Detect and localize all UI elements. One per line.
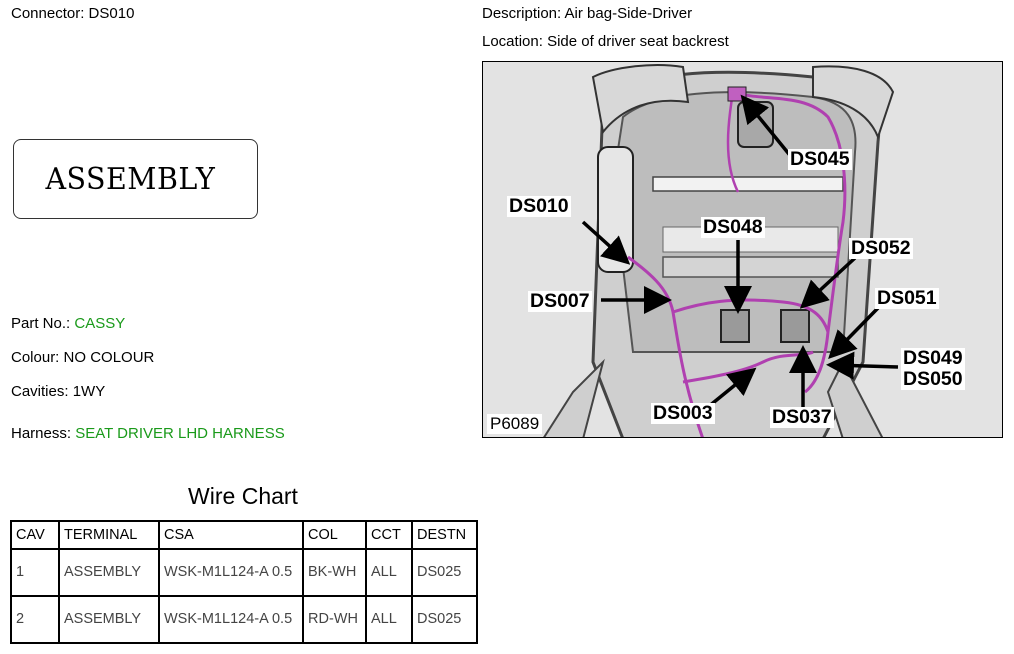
cell-col: RD-WH	[302, 595, 367, 644]
cell-terminal: ASSEMBLY	[58, 595, 160, 644]
label-ds003: DS003	[651, 402, 715, 424]
label-ds051: DS051	[875, 287, 939, 309]
location-value: Side of driver seat backrest	[547, 33, 729, 50]
cell-cav: 1	[10, 548, 60, 597]
seat-wiring-illustration: DS045 DS010 DS048 DS052 DS007 DS051 DS04…	[482, 61, 1003, 438]
table-row: 1 ASSEMBLY WSK-M1L124-A 0.5 BK-WH ALL DS…	[10, 548, 478, 597]
header-cct: CCT	[365, 520, 413, 550]
colour-value: NO COLOUR	[63, 349, 155, 366]
part-number-row: Part No.: CASSY	[11, 315, 126, 332]
location-heading: Location: Side of driver seat backrest	[482, 33, 729, 50]
label-ds010: DS010	[507, 195, 571, 217]
label-ds037: DS037	[770, 406, 834, 428]
header-terminal: TERMINAL	[58, 520, 160, 550]
harness-link[interactable]: SEAT DRIVER LHD HARNESS	[75, 425, 285, 442]
label-ds049: DS049	[901, 347, 965, 369]
connector-face-text: ASSEMBLY	[45, 161, 216, 197]
cavities-value: 1WY	[72, 383, 106, 400]
cell-csa: WSK-M1L124-A 0.5	[158, 548, 304, 597]
label-ds048: DS048	[701, 216, 765, 238]
cell-destn: DS025	[411, 548, 478, 597]
connector-heading: Connector: DS010	[11, 5, 135, 22]
wire-chart-title: Wire Chart	[188, 483, 298, 509]
cavities-row: Cavities: 1WY	[11, 383, 106, 400]
label-ds050: DS050	[901, 368, 965, 390]
header-col: COL	[302, 520, 367, 550]
label-ds052: DS052	[849, 237, 913, 259]
description-value: Air bag-Side-Driver	[564, 5, 693, 22]
cell-cav: 2	[10, 595, 60, 644]
label-ds045: DS045	[788, 148, 852, 170]
header-cav: CAV	[10, 520, 60, 550]
harness-row: Harness: SEAT DRIVER LHD HARNESS	[11, 425, 285, 442]
connector-id: DS010	[88, 5, 135, 22]
figure-id: P6089	[487, 414, 543, 434]
header-destn: DESTN	[411, 520, 478, 550]
connector-face-image: ASSEMBLY	[13, 139, 258, 219]
cell-col: BK-WH	[302, 548, 367, 597]
table-header-row: CAV TERMINAL CSA COL CCT DESTN	[10, 520, 478, 550]
cell-terminal: ASSEMBLY	[58, 548, 160, 597]
header-csa: CSA	[158, 520, 304, 550]
description-heading: Description: Air bag-Side-Driver	[482, 5, 693, 22]
cell-cct: ALL	[365, 595, 413, 644]
label-ds007: DS007	[528, 290, 592, 312]
cell-csa: WSK-M1L124-A 0.5	[158, 595, 304, 644]
wire-chart-table: CAV TERMINAL CSA COL CCT DESTN 1 ASSEMBL…	[10, 520, 478, 644]
colour-row: Colour: NO COLOUR	[11, 349, 155, 366]
cell-destn: DS025	[411, 595, 478, 644]
cell-cct: ALL	[365, 548, 413, 597]
table-row: 2 ASSEMBLY WSK-M1L124-A 0.5 RD-WH ALL DS…	[10, 595, 478, 644]
part-number-link[interactable]: CASSY	[74, 315, 126, 332]
